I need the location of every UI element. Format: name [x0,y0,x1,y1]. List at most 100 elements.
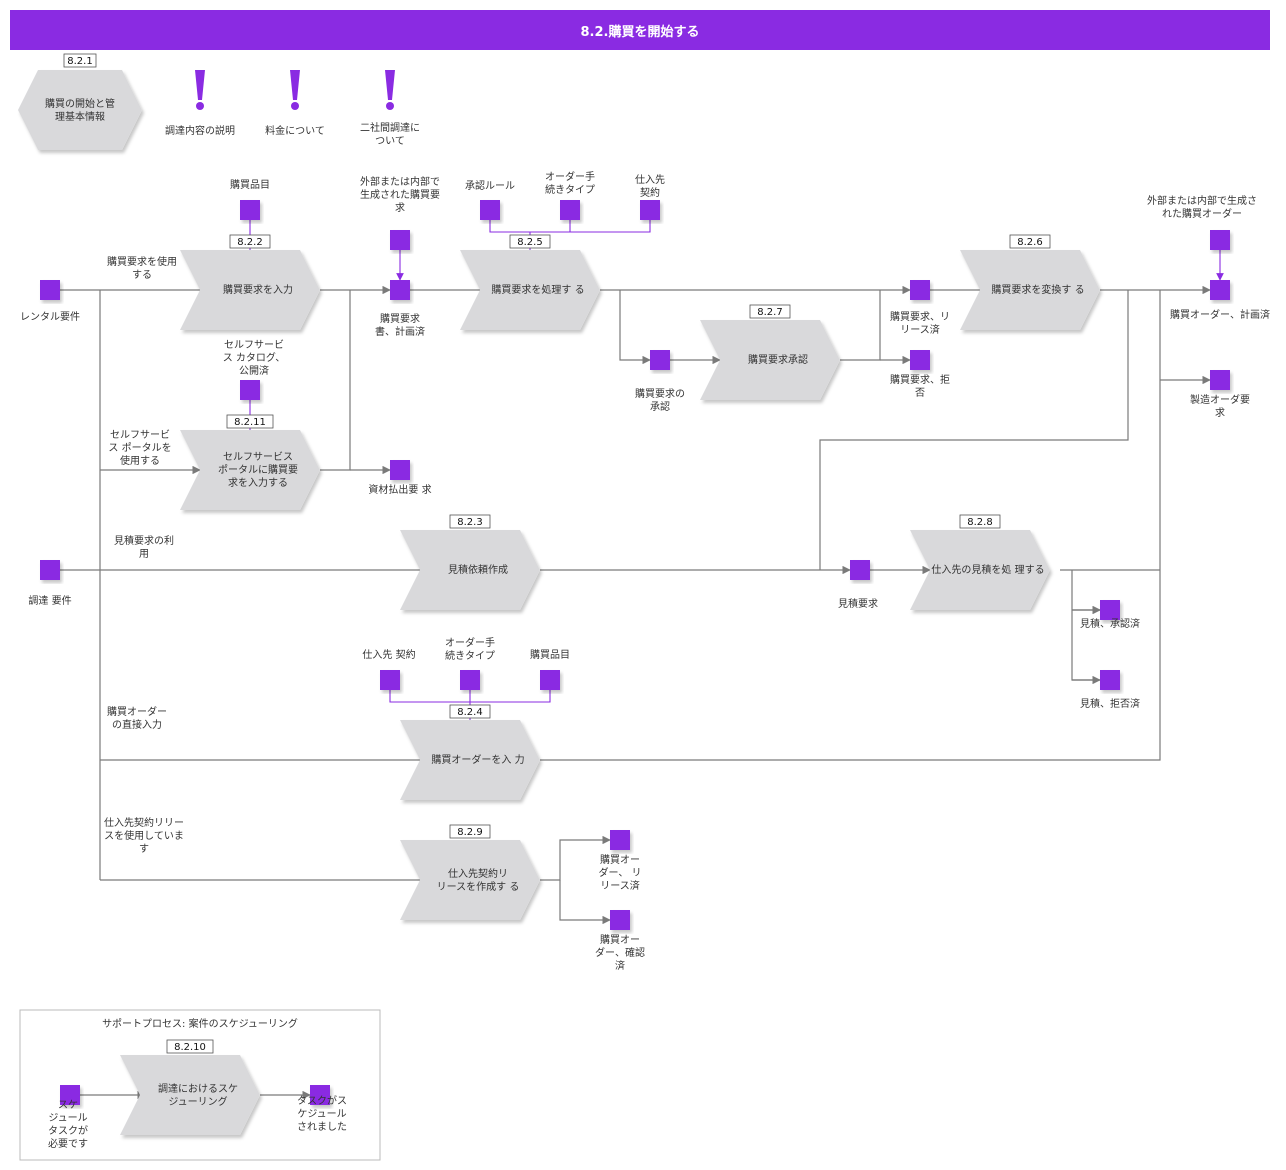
object-extpo[interactable] [1210,230,1230,250]
hexagon-shape[interactable] [18,70,142,150]
object-ordertype2[interactable] [460,670,480,690]
process-id-badge [449,514,491,529]
process-id-badge [1009,234,1051,249]
process-id-badge [166,1039,214,1054]
process-label: 購買要求を処理す る [491,283,584,296]
object-porelease[interactable] [610,830,630,850]
process-8-2-11[interactable] [180,430,320,510]
process-8-2-7[interactable] [700,320,840,400]
object-qapproved[interactable] [1100,600,1120,620]
process-label: 購買要求を変換す る [991,283,1084,296]
process-id: 8.2.10 [174,1042,206,1053]
object-label: オーダー手続きタイプ [445,636,495,662]
object-ordertype1[interactable] [560,200,580,220]
exclamation-dot-icon [196,102,204,110]
connector-line [840,290,881,361]
edge-label: 仕入先契約リリースを使用しています [104,816,184,855]
exclamation-icon [290,70,300,100]
object-label: 仕入先契約 [635,173,665,199]
edge-label: 購買要求を使用する [107,255,177,281]
object-label: 購買オーダー、 リリース済 [598,853,641,892]
object-label: タスクがスケジュールされました [297,1094,347,1133]
connector-line [320,290,351,471]
object-label: セルフサービス カタログ、公開済 [223,339,285,377]
object-label: 購買品目 [530,648,570,661]
edge-label: 見積要求の利用 [114,534,174,560]
process-id: 8.2.8 [967,517,992,528]
process-id-badge [749,304,791,319]
object-label: 購買品目 [230,178,270,191]
note-label: 料金について [265,124,325,137]
object-contract2[interactable] [380,670,400,690]
object-approval[interactable] [650,350,670,370]
object-label: 承認ルール [465,179,515,192]
process-id: 8.2.7 [757,307,782,318]
object-rule[interactable] [480,200,500,220]
process-id-badge [229,234,271,249]
object-extreq[interactable] [390,230,410,250]
object-label: 購買オーダー、確認済 [595,933,645,972]
process-id: 8.2.2 [237,237,262,248]
object-reqplanned[interactable] [390,280,410,300]
process-label: 購買要求を入力 [223,283,293,296]
process-label: 購買オーダーを入 力 [431,753,524,766]
object-item1[interactable] [240,200,260,220]
process-id-badge [959,514,1001,529]
process-8-2-5[interactable] [460,250,600,330]
process-8-2-6[interactable] [960,250,1100,330]
connector-line [540,290,1161,761]
object-scheduled[interactable] [310,1085,330,1105]
process-id-badge [449,824,491,839]
hexagon-id: 8.2.1 [67,56,92,67]
object-label: レンタル要件 [20,311,80,323]
object-issue[interactable] [390,460,410,480]
edge-label: セルフサービス ポータルを使用する [108,429,171,467]
object-procurement[interactable] [40,560,60,580]
process-label: 調達におけるスケジューリング [158,1082,238,1108]
object-label: 製造オーダ要求 [1190,393,1250,419]
object-label: 見積、拒否済 [1080,697,1140,710]
process-8-2-4[interactable] [400,720,540,800]
object-label: スケジュールタスクが必要です [48,1099,88,1150]
object-rejected[interactable] [910,350,930,370]
note-label: 調達内容の説明 [165,124,235,137]
object-poconfirmed[interactable] [610,910,630,930]
object-poplanned[interactable] [1210,280,1230,300]
process-label: 購買要求承認 [748,353,808,366]
exclamation-icon [385,70,395,100]
object-qrejected[interactable] [1100,670,1120,690]
process-8-2-10[interactable] [120,1055,260,1135]
object-quotereq[interactable] [850,560,870,580]
object-label: 購買要求、リリース済 [890,310,950,336]
exclamation-dot-icon [291,102,299,110]
exclamation-icon [195,70,205,100]
object-item2[interactable] [540,670,560,690]
object-label: 調達 要件 [28,594,71,607]
process-8-2-8[interactable] [910,530,1050,610]
object-rental[interactable] [40,280,60,300]
note-label: 二社間調達について [360,121,420,147]
object-label: 外部または内部で生成された購買要求 [360,175,440,214]
process-id-badge [226,414,274,429]
object-catalog[interactable] [240,380,260,400]
process-id: 8.2.11 [234,417,266,428]
hexagon-label: 購買の開始と管理基本情報 [45,97,115,123]
object-schedtask[interactable] [60,1085,80,1105]
process-id-badge [509,234,551,249]
process-label: セルフサービスポータルに購買要求を入力する [218,451,298,489]
object-label: 仕入先 契約 [362,648,415,661]
process-id: 8.2.9 [457,827,482,838]
object-mfgreq[interactable] [1210,370,1230,390]
object-contract1[interactable] [640,200,660,220]
page-title: 8.2.購買を開始する [10,10,1270,50]
process-8-2-9[interactable] [400,840,540,920]
process-label: 仕入先契約リリースを作成す る [437,867,520,893]
process-8-2-2[interactable] [180,250,320,330]
process-8-2-3[interactable] [400,530,540,610]
object-label: 見積、承認済 [1080,617,1140,630]
object-label: 購買要求、拒否 [890,373,950,399]
object-released[interactable] [910,280,930,300]
connector-line [819,290,1129,570]
process-id: 8.2.3 [457,517,482,528]
